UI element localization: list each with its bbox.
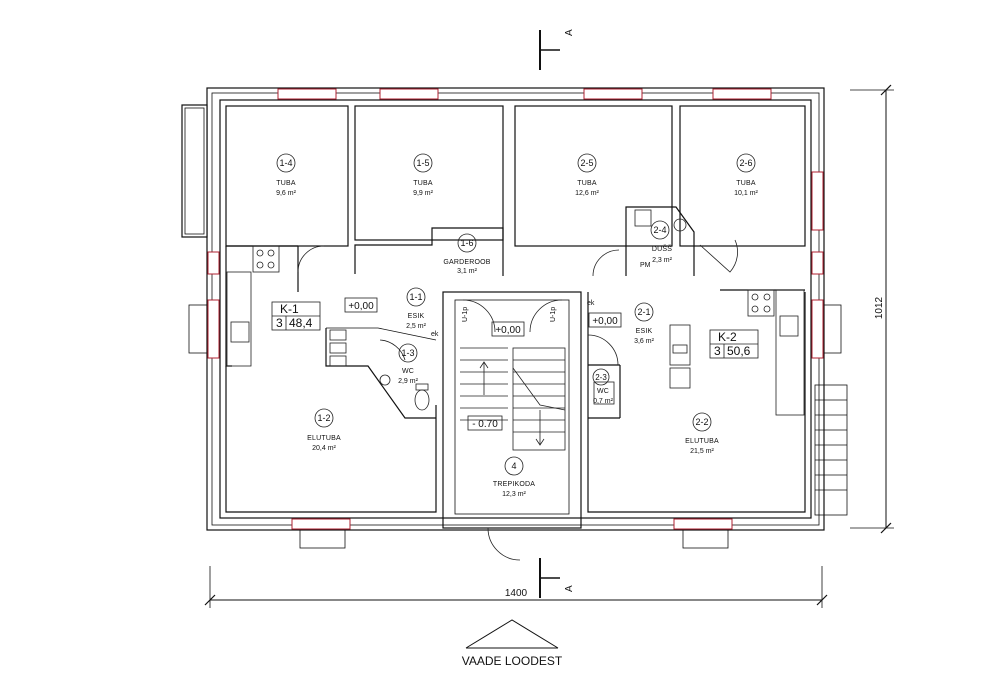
interior-walls	[225, 105, 806, 529]
room-2-3: 2-3 WC 0,7 m²	[592, 368, 614, 405]
right-projection	[822, 304, 842, 354]
room-1-5: 1-5 TUBA 9,9 m²	[413, 153, 434, 197]
svg-text:WC: WC	[402, 368, 414, 375]
room-2-5: 2-5 TUBA 12,6 m²	[575, 153, 600, 197]
room-1-1: 1-1 ESIK 2,5 m² ek	[406, 287, 439, 338]
svg-text:9,9 m²: 9,9 m²	[413, 190, 434, 197]
svg-text:3,6 m²: 3,6 m²	[634, 338, 655, 345]
svg-text:ELUTUBA: ELUTUBA	[307, 435, 341, 442]
svg-text:1-3: 1-3	[401, 348, 414, 358]
section-marker-bottom: A	[539, 558, 575, 598]
svg-text:12,3 m²: 12,3 m²	[502, 491, 526, 498]
bottom-step-left	[299, 529, 346, 549]
svg-text:12,6 m²: 12,6 m²	[575, 190, 599, 197]
svg-text:2-1: 2-1	[637, 307, 650, 317]
svg-text:2-6: 2-6	[739, 158, 752, 168]
svg-text:3: 3	[714, 344, 721, 358]
door-swings	[297, 239, 738, 561]
svg-text:10,1 m²: 10,1 m²	[734, 190, 758, 197]
svg-text:2-2: 2-2	[695, 417, 708, 427]
svg-text:+0,00: +0,00	[495, 325, 521, 336]
room-1-2: 1-2 ELUTUBA 20,4 m²	[307, 408, 341, 452]
svg-text:2-5: 2-5	[580, 158, 593, 168]
svg-text:K-1: K-1	[280, 302, 299, 316]
height-label: 1012	[874, 296, 885, 319]
svg-text:+0,00: +0,00	[348, 301, 374, 312]
svg-text:ELUTUBA: ELUTUBA	[685, 438, 719, 445]
svg-text:GARDEROOB: GARDEROOB	[443, 259, 490, 266]
svg-text:1-1: 1-1	[409, 292, 422, 302]
right-steps	[814, 384, 848, 516]
section-marker-top: A	[539, 29, 575, 70]
room-4: 4 TREPIKODA 12,3 m²	[493, 456, 535, 498]
view-title: VAADE LOODEST	[462, 654, 563, 668]
svg-text:50,6: 50,6	[727, 344, 751, 358]
svg-text:0,7 m²: 0,7 m²	[593, 398, 614, 405]
svg-text:20,4 m²: 20,4 m²	[312, 445, 336, 452]
svg-text:3: 3	[276, 316, 283, 330]
svg-text:TUBA: TUBA	[413, 180, 433, 187]
level-marks: +0,00 +0,00 +0,00 - 0.70	[344, 297, 622, 431]
svg-text:ek: ek	[587, 300, 595, 307]
dimension-height: 1012	[850, 84, 894, 534]
bottom-step-right	[682, 529, 729, 549]
room-2-2: 2-2 ELUTUBA 21,5 m²	[685, 412, 719, 455]
left-balcony	[181, 104, 208, 238]
door-code-2: U-1p	[550, 307, 557, 322]
svg-text:K-2: K-2	[718, 330, 737, 344]
svg-text:2-4: 2-4	[653, 225, 666, 235]
svg-text:WC: WC	[597, 388, 609, 395]
svg-text:1-2: 1-2	[317, 413, 330, 423]
apartment-k1: K-1 3 48,4	[271, 301, 321, 331]
svg-text:2,9 m²: 2,9 m²	[398, 378, 419, 385]
svg-text:+0,00: +0,00	[592, 316, 618, 327]
section-label-top: A	[564, 29, 575, 36]
svg-text:4: 4	[511, 461, 516, 471]
svg-text:TUBA: TUBA	[577, 180, 597, 187]
apartment-k2: K-2 3 50,6	[709, 329, 759, 359]
svg-text:21,5 m²: 21,5 m²	[690, 448, 714, 455]
svg-text:- 0.70: - 0.70	[472, 419, 498, 430]
windows	[207, 88, 824, 530]
view-direction: VAADE LOODEST	[462, 619, 563, 668]
svg-text:9,6 m²: 9,6 m²	[276, 190, 297, 197]
svg-text:TUBA: TUBA	[276, 180, 296, 187]
svg-text:ek: ek	[431, 331, 439, 338]
staircase	[460, 347, 566, 451]
svg-text:48,4: 48,4	[289, 316, 313, 330]
room-2-6: 2-6 TUBA 10,1 m²	[734, 153, 759, 197]
svg-text:3,1 m²: 3,1 m²	[457, 268, 478, 275]
svg-text:ESIK: ESIK	[408, 313, 425, 320]
room-2-4: 2-4 DUŠŠ 2,3 m² PM	[640, 220, 673, 269]
left-projection	[188, 304, 208, 354]
svg-text:2,3 m²: 2,3 m²	[652, 257, 673, 264]
svg-text:TUBA: TUBA	[736, 180, 756, 187]
svg-text:ESIK: ESIK	[636, 328, 653, 335]
room-2-1: 2-1 ESIK 3,6 m² ek	[587, 300, 655, 345]
width-label: 1400	[505, 588, 528, 599]
svg-text:2,5 m²: 2,5 m²	[406, 323, 427, 330]
svg-text:PM: PM	[640, 262, 651, 269]
fixtures	[226, 209, 805, 416]
room-1-6: 1-6 GARDEROOB 3,1 m²	[443, 233, 491, 275]
svg-text:TREPIKODA: TREPIKODA	[493, 481, 535, 488]
section-label-bottom: A	[564, 585, 575, 592]
svg-text:1-6: 1-6	[460, 238, 473, 248]
svg-text:DUŠŠ: DUŠŠ	[652, 244, 672, 253]
svg-text:1-5: 1-5	[416, 158, 429, 168]
door-code-1: U-1p	[462, 307, 469, 322]
dimension-width: 1400	[204, 566, 828, 608]
svg-text:1-4: 1-4	[279, 158, 292, 168]
room-1-3: 1-3 WC 2,9 m²	[398, 343, 419, 385]
room-1-4: 1-4 TUBA 9,6 m²	[276, 153, 297, 197]
svg-text:2-3: 2-3	[595, 373, 607, 382]
